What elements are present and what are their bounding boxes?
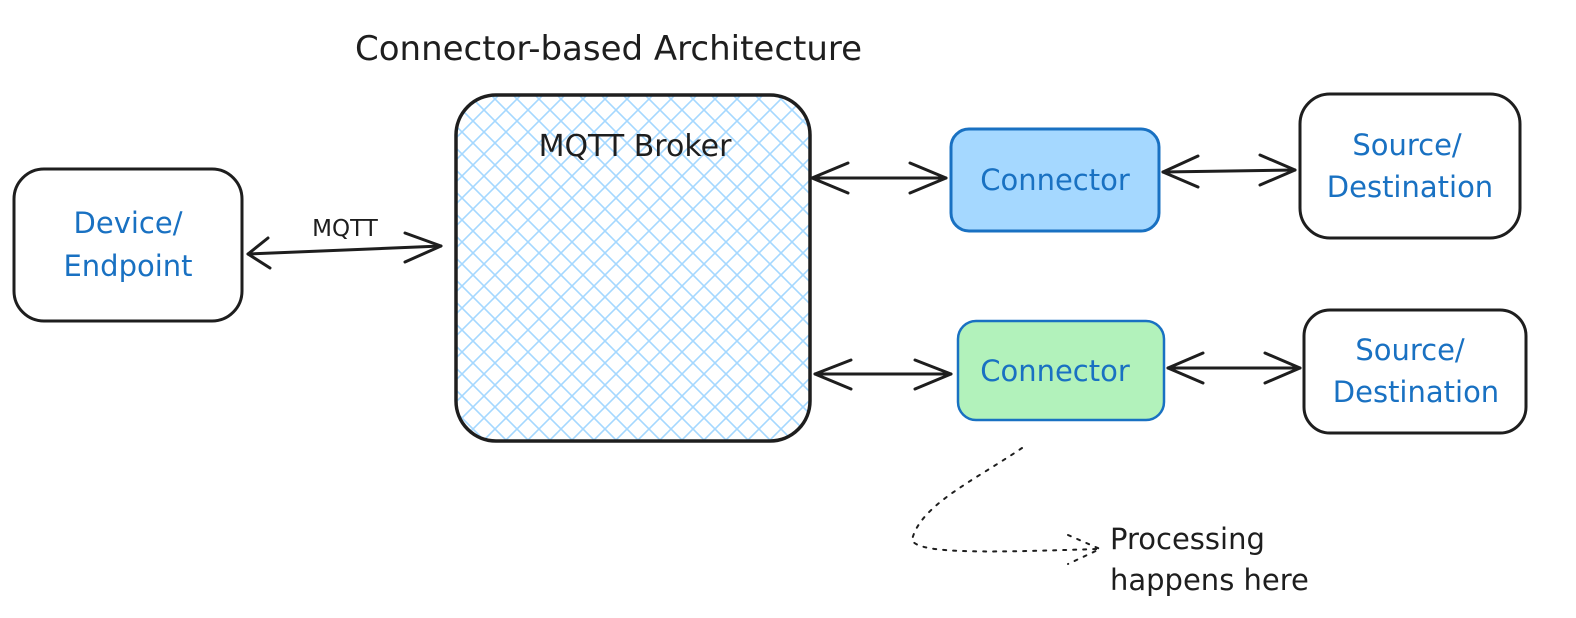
device-broker-arrow [246, 231, 443, 270]
connector-bottom-label: Connector [980, 354, 1130, 388]
connector-top-source-arrow [1161, 153, 1297, 189]
mqtt-broker-node: MQTT Broker [454, 93, 812, 443]
device-endpoint-label-line2: Endpoint [63, 249, 192, 283]
annotation-dotted-arrow [910, 447, 1103, 565]
source-destination-top-line2: Destination [1327, 170, 1493, 204]
broker-connector-top-arrow [810, 161, 948, 195]
annotation-line1: Processing [1110, 522, 1265, 556]
mqtt-broker-label: MQTT Broker [539, 129, 733, 164]
source-destination-top-line1: Source/ [1352, 128, 1462, 162]
source-destination-bottom-line2: Destination [1333, 375, 1499, 409]
connector-bottom-node: Connector [956, 319, 1166, 422]
annotation-line2: happens here [1110, 563, 1309, 597]
device-broker-arrow-label: MQTT [312, 216, 379, 242]
device-endpoint-label-line1: Device/ [74, 206, 183, 240]
source-destination-bottom-line1: Source/ [1355, 333, 1465, 367]
connector-bottom-source-arrow [1166, 351, 1302, 385]
device-endpoint-node: Device/ Endpoint [12, 167, 244, 323]
connector-top-label: Connector [980, 163, 1130, 197]
source-destination-top-node: Source/ Destination [1298, 92, 1522, 240]
diagram-title: Connector-based Architecture [355, 29, 862, 69]
connector-top-node: Connector [949, 127, 1161, 233]
broker-connector-bottom-arrow [813, 358, 953, 391]
source-destination-bottom-node: Source/ Destination [1302, 308, 1528, 435]
